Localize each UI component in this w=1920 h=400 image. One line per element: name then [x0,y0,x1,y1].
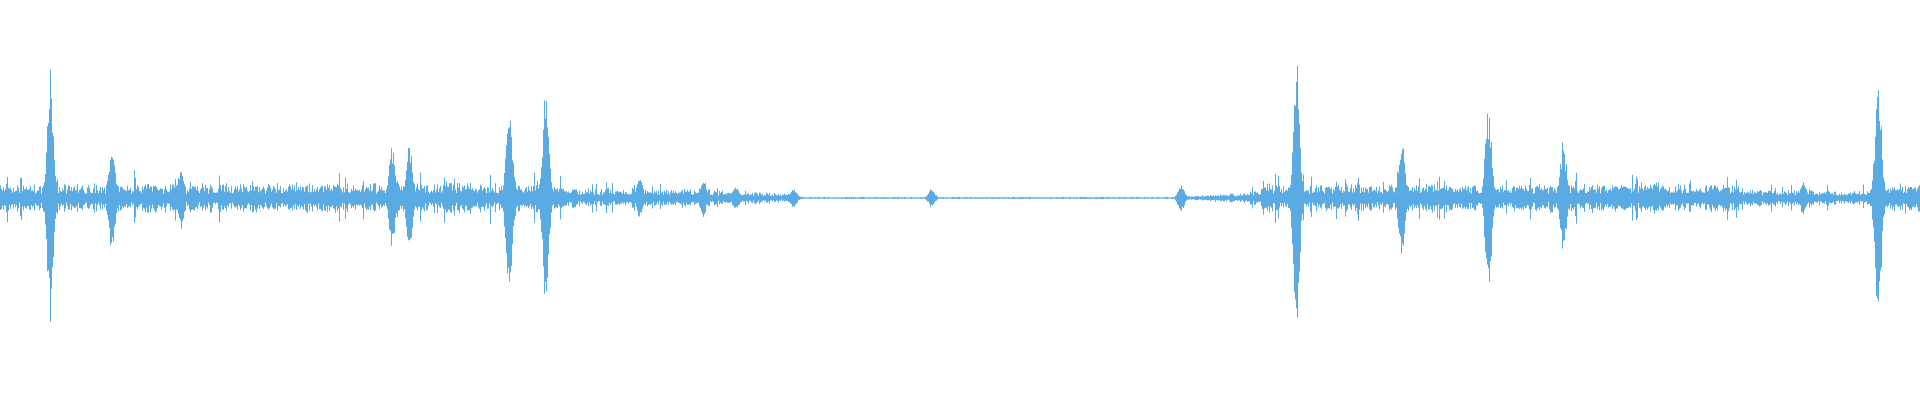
waveform-bars [0,65,1920,322]
